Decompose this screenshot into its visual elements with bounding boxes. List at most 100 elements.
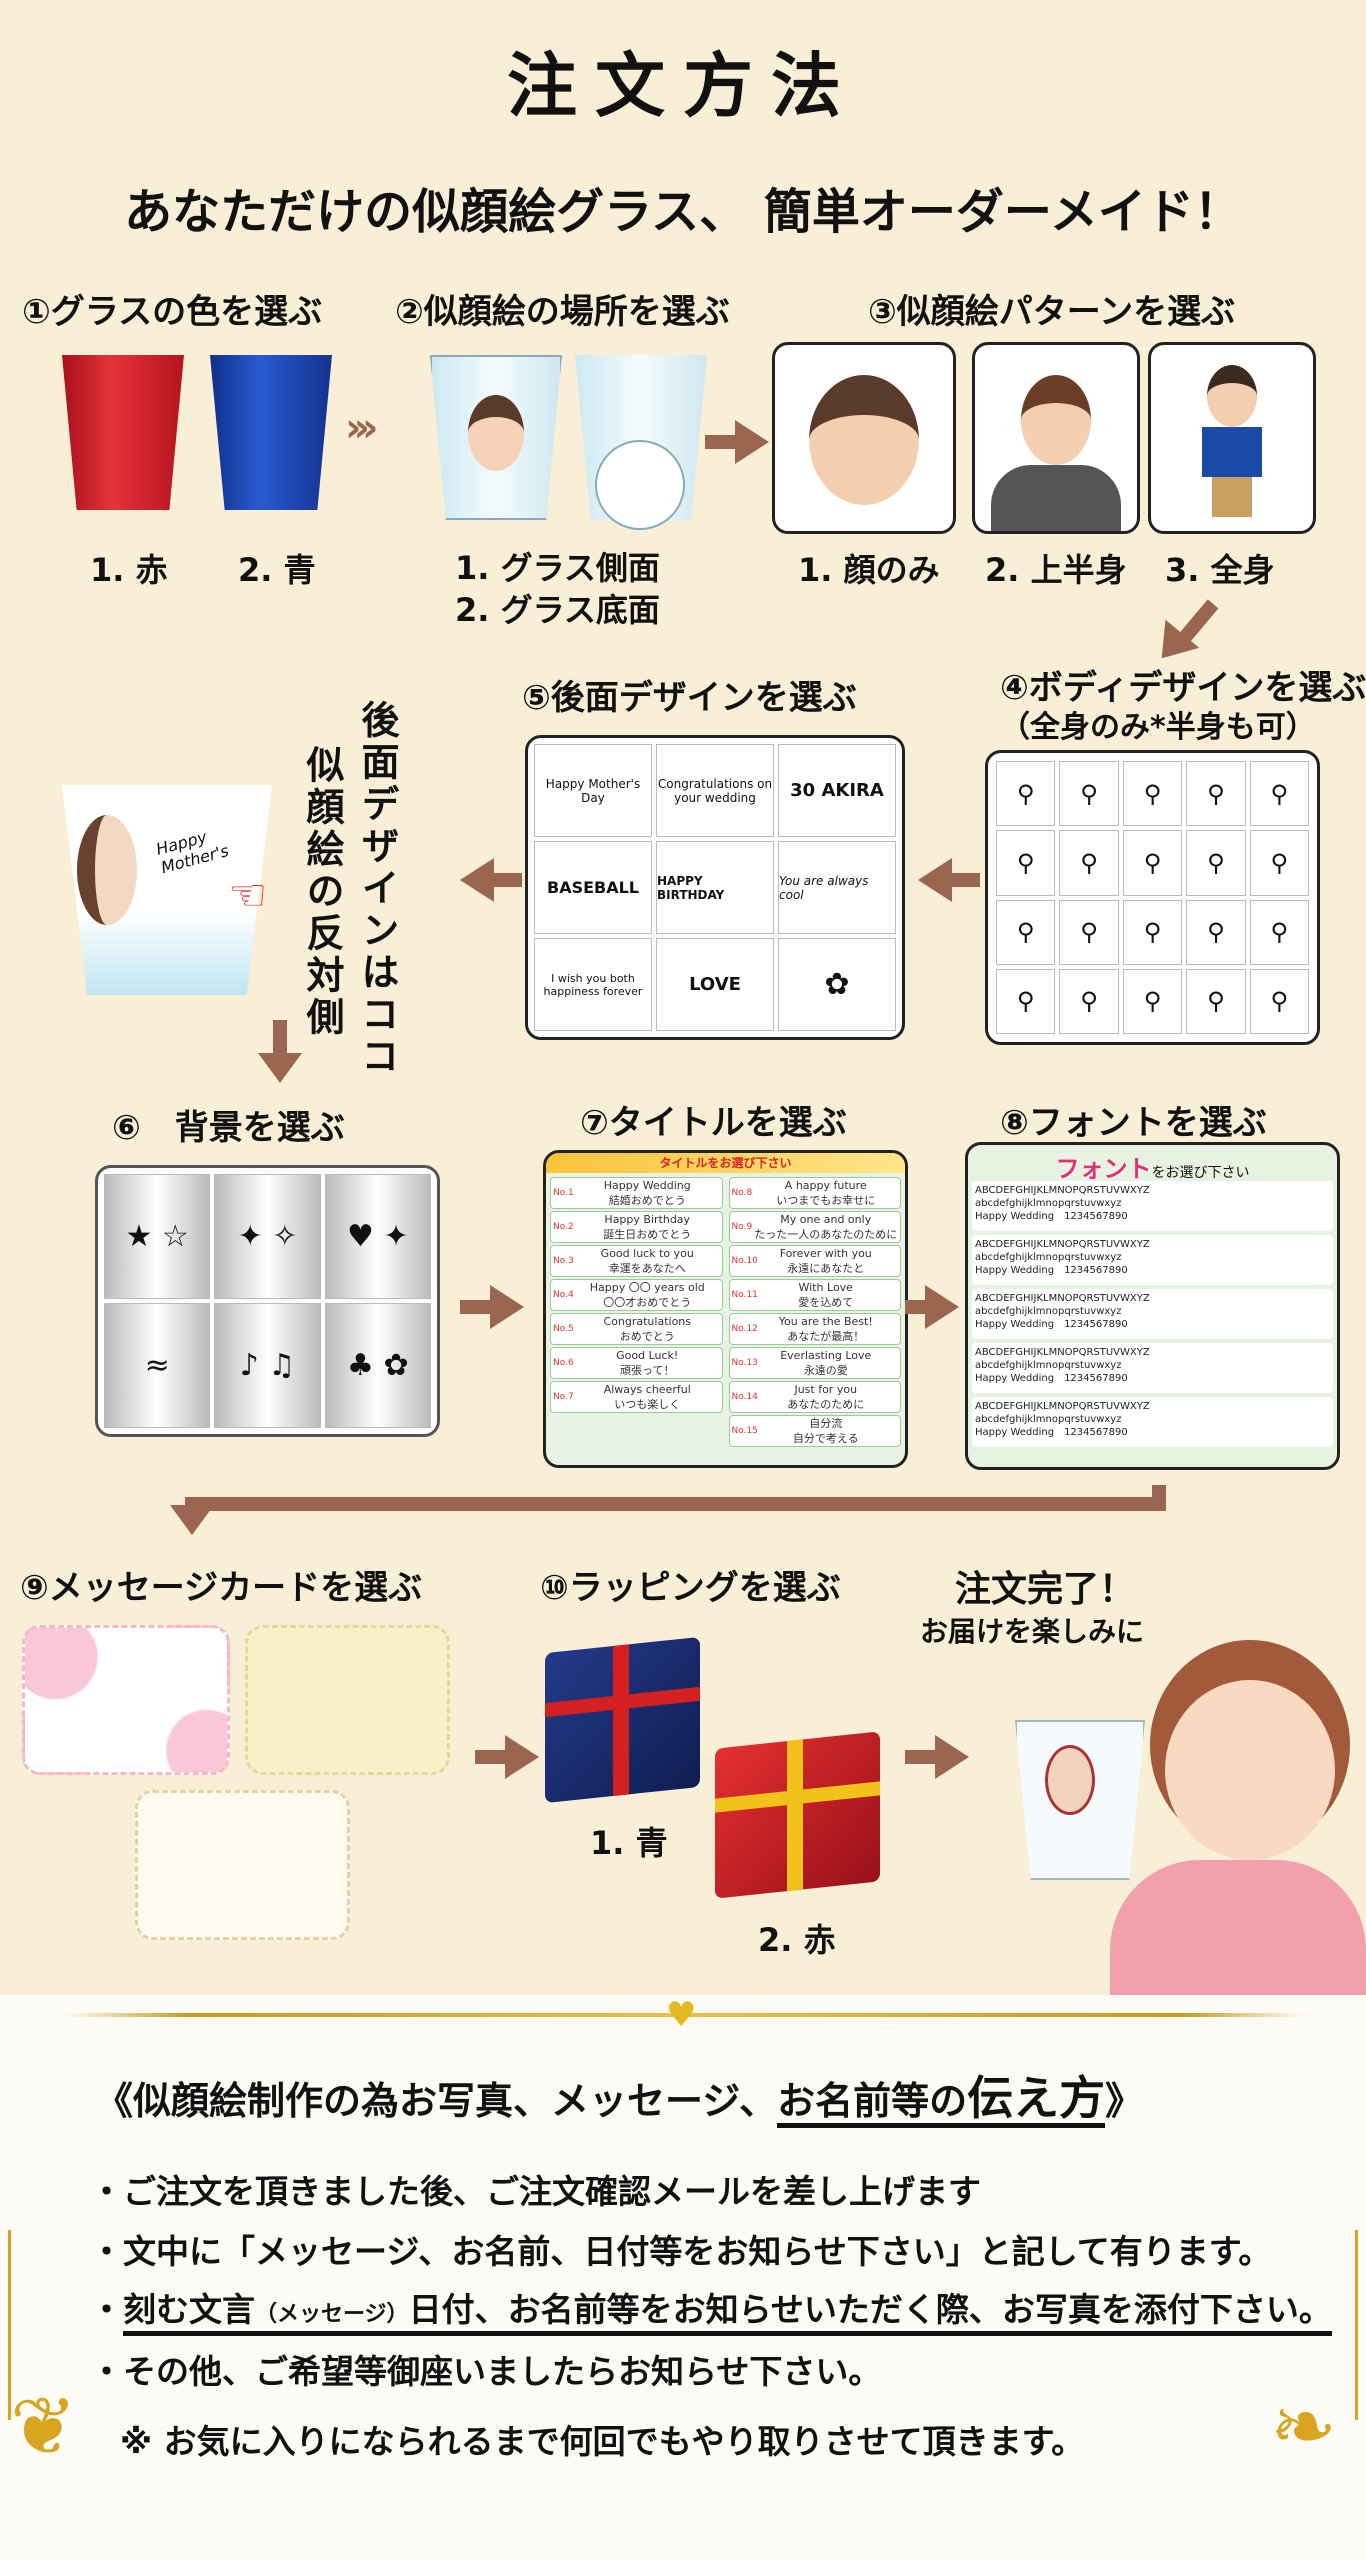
back-design-grid[interactable]: Happy Mother's Day Congratulations on yo… (525, 735, 905, 1040)
howto-bullet: ・その他、ご希望等御座いましたらお知らせ下さい。 (90, 2352, 882, 2391)
title-ja: いつも楽しく (614, 1398, 681, 1411)
body-design-option[interactable]: ⚲ (1249, 899, 1309, 965)
title-en: Happy Birthday (604, 1213, 691, 1226)
font-lower: abcdefghijklmnopqrstuvwxyz (975, 1252, 1122, 1263)
title-no: No.13 (731, 1358, 758, 1368)
back-design-sample[interactable]: Happy Mother's Day (534, 744, 652, 837)
back-design-sample[interactable]: BASEBALL (534, 841, 652, 934)
glass-option-red: 1. 赤 (90, 551, 168, 589)
back-design-sample[interactable]: LOVE (656, 938, 774, 1031)
back-design-sample[interactable]: I wish you both happiness forever (534, 938, 652, 1031)
body-design-option[interactable]: ⚲ (1059, 761, 1119, 827)
body-design-option[interactable]: ⚲ (1059, 968, 1119, 1034)
title-no: No.1 (553, 1188, 574, 1198)
howto-heading-ul: お名前等の (777, 2079, 968, 2123)
title-no: No.12 (731, 1324, 758, 1334)
howto-bullet-emphasis: ・刻む文言（メッセージ）日付、お名前等をお知らせいただく際、お写真を添付下さい。 (90, 2283, 1332, 2336)
bg-waves[interactable]: ≈ (104, 1303, 211, 1428)
body-design-option[interactable]: ⚲ (996, 968, 1056, 1034)
portrait-face-icon (468, 395, 524, 471)
body-design-option[interactable]: ⚲ (1122, 968, 1183, 1034)
font-num: 1234567890 (1064, 1211, 1128, 1222)
font-sample: Happy Wedding (975, 1427, 1055, 1438)
body-design-option[interactable]: ⚲ (1059, 830, 1119, 896)
message-card-floral[interactable] (22, 1625, 230, 1775)
ornament-right (1355, 2230, 1358, 2420)
body-design-option[interactable]: ⚲ (1249, 830, 1309, 896)
bg-hearts[interactable]: ♥ ✦ (324, 1174, 431, 1299)
back-design-sample[interactable]: Congratulations on your wedding (656, 744, 774, 837)
body-design-option[interactable]: ⚲ (1249, 761, 1309, 827)
body-design-option[interactable]: ⚲ (1249, 968, 1309, 1034)
bg-notes[interactable]: ♪ ♫ (214, 1303, 321, 1428)
bg-clovers[interactable]: ♣ ✿ (324, 1303, 431, 1428)
font-card-header: フォント (1055, 1155, 1152, 1183)
body-design-option[interactable]: ⚲ (996, 830, 1056, 896)
gift-box-red[interactable] (715, 1731, 880, 1899)
body-design-option[interactable]: ⚲ (1186, 830, 1246, 896)
back-design-sample[interactable]: 30 AKIRA (778, 744, 896, 837)
gift-box-blue[interactable] (545, 1636, 700, 1804)
body-design-grid[interactable]: ⚲⚲⚲⚲⚲⚲⚲⚲⚲⚲⚲⚲⚲⚲⚲⚲⚲⚲⚲⚲ (985, 750, 1320, 1045)
step6-label: ⑥ 背景を選ぶ (112, 1108, 345, 1148)
font-alphabet: ABCDEFGHIJKLMNOPQRSTUVWXYZ (975, 1185, 1150, 1196)
message-card-cream[interactable] (245, 1625, 450, 1775)
arrow-right-icon (735, 420, 769, 464)
arrow-stem (475, 1750, 507, 1764)
body-design-option[interactable]: ⚲ (1059, 899, 1119, 965)
howto-b3-b: 日付、お名前等をお知らせいただく際、お写真を添付下さい。 (408, 2290, 1332, 2329)
pattern-full-body-card[interactable] (1148, 342, 1316, 534)
title-no: No.5 (553, 1324, 574, 1334)
woman-illustration-body (1110, 1860, 1366, 1995)
body-design-option[interactable]: ⚲ (1122, 899, 1183, 965)
bg-stars[interactable]: ★ ☆ (104, 1174, 211, 1299)
body-design-option[interactable]: ⚲ (996, 899, 1056, 965)
back-design-sample[interactable]: ✿ (778, 938, 896, 1031)
body-design-option[interactable]: ⚲ (996, 761, 1056, 827)
pattern-upper-body-card[interactable] (972, 342, 1140, 534)
connector-line (185, 1497, 1166, 1511)
body-design-option[interactable]: ⚲ (1186, 899, 1246, 965)
body-design-option[interactable]: ⚲ (1122, 761, 1183, 827)
body-design-option[interactable]: ⚲ (1122, 830, 1183, 896)
background-pattern-grid[interactable]: ★ ☆ ✦ ✧ ♥ ✦ ≈ ♪ ♫ ♣ ✿ (95, 1165, 440, 1437)
red-glass-image[interactable] (62, 355, 184, 510)
step3-label: ③似顔絵パターンを選ぶ (868, 292, 1236, 332)
font-lower: abcdefghijklmnopqrstuvwxyz (975, 1306, 1122, 1317)
title-en: Always cheerful (603, 1383, 691, 1396)
back-design-sample[interactable]: HAPPY BIRTHDAY (656, 841, 774, 934)
body-design-option[interactable]: ⚲ (1186, 761, 1246, 827)
howto-b3-a: 刻む文言 (123, 2290, 255, 2329)
back-design-sample[interactable]: You are always cool (778, 841, 896, 934)
title-en: Happy 〇〇 years old (589, 1281, 705, 1294)
message-card-piano[interactable] (135, 1790, 350, 1940)
pattern-face-only-card[interactable] (772, 342, 956, 534)
blue-glass-image[interactable] (210, 355, 332, 510)
title-card-header: タイトルをお選び下さい (546, 1153, 905, 1173)
body-design-option[interactable]: ⚲ (1186, 968, 1246, 1034)
title-en: My one and only (780, 1213, 872, 1226)
bg-sparkles[interactable]: ✦ ✧ (214, 1174, 321, 1299)
